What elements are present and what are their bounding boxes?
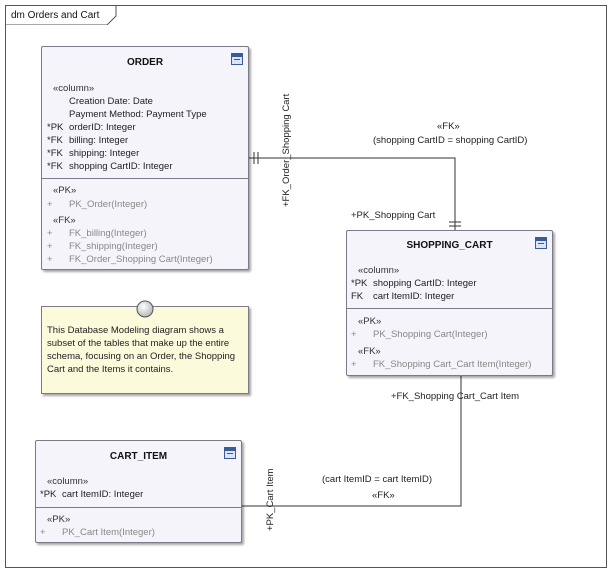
- section-divider: [36, 507, 241, 508]
- connector-cart-cart-item: [242, 376, 462, 507]
- operation-row: + PK_Shopping Cart(Integer): [351, 329, 488, 341]
- diagram-title: dm Orders and Cart: [11, 10, 100, 21]
- table-icon: [224, 447, 236, 459]
- table-shopping-cart[interactable]: SHOPPING_CART «column» *PK shopping CartI…: [346, 230, 553, 376]
- diagram-frame-tab: [5, 5, 117, 25]
- operation-text: FK_shipping(Integer): [69, 241, 158, 252]
- fk-stereotype: «FK»: [53, 215, 76, 226]
- attribute-row: *FK billing: Integer: [47, 135, 128, 147]
- attribute-row: FK cart ItemID: Integer: [351, 291, 454, 303]
- order-cart-target-role: +PK_Shopping Cart: [351, 210, 436, 221]
- fk-stereotype: «FK»: [358, 346, 381, 357]
- attribute-row: *FK shopping CartID: Integer: [47, 161, 173, 173]
- operation-row: + FK_billing(Integer): [47, 228, 147, 240]
- cart-item-target-role: +PK_Cart Item: [265, 468, 276, 531]
- order-cart-stereotype: «FK»: [437, 121, 460, 132]
- section-divider: [42, 178, 248, 179]
- operation-prefix: +: [40, 527, 46, 538]
- diagram-frame: [5, 5, 607, 568]
- attribute-prefix: *FK: [47, 161, 63, 172]
- order-cart-source-role: +FK_Order_Shopping Cart: [281, 93, 292, 207]
- table-shopping-cart-title: SHOPPING_CART: [406, 240, 493, 251]
- operation-text: FK_Shopping Cart_Cart Item(Integer): [373, 359, 532, 370]
- operation-text: PK_Cart Item(Integer): [62, 527, 155, 538]
- attribute-text: billing: Integer: [69, 135, 129, 146]
- attribute-prefix: FK: [351, 291, 364, 302]
- operation-row: + PK_Cart Item(Integer): [40, 527, 155, 539]
- operation-text: PK_Shopping Cart(Integer): [373, 329, 488, 340]
- operation-prefix: +: [351, 359, 357, 370]
- operation-text: FK_Order_Shopping Cart(Integer): [69, 254, 213, 265]
- attribute-text: orderID: Integer: [69, 122, 136, 133]
- attribute-text: shipping: Integer: [69, 148, 140, 159]
- attribute-row: Payment Method: Payment Type: [47, 109, 207, 121]
- table-icon: [231, 53, 243, 65]
- connector-order-shopping-cart: [249, 157, 456, 230]
- attribute-text: cart ItemID: Integer: [62, 489, 144, 500]
- pk-stereotype: «PK»: [47, 514, 71, 525]
- attribute-text: shopping CartID: Integer: [69, 161, 173, 172]
- attribute-row: *PK cart ItemID: Integer: [40, 489, 143, 501]
- section-divider: [347, 308, 552, 309]
- table-order-title: ORDER: [126, 57, 164, 68]
- cart-item-condition: (cart ItemID = cart ItemID): [322, 474, 433, 485]
- attribute-prefix: *FK: [47, 148, 63, 159]
- attribute-text: cart ItemID: Integer: [373, 291, 455, 302]
- pk-stereotype: «PK»: [358, 316, 382, 327]
- attribute-text: Creation Date: Date: [69, 96, 153, 107]
- column-stereotype: «column»: [53, 83, 95, 94]
- operation-row: + FK_Shopping Cart_Cart Item(Integer): [351, 359, 531, 371]
- table-order[interactable]: ORDER «column» Creation Date: Date Payme…: [41, 46, 249, 270]
- operation-row: + FK_shipping(Integer): [47, 241, 158, 253]
- note-pin-icon: [136, 300, 154, 318]
- operation-prefix: +: [47, 254, 53, 265]
- operation-text: PK_Order(Integer): [69, 199, 148, 210]
- attribute-prefix: *PK: [47, 122, 64, 133]
- attribute-prefix: *PK: [351, 278, 368, 289]
- attribute-row: *PK shopping CartID: Integer: [351, 278, 477, 290]
- operation-prefix: +: [351, 329, 357, 340]
- operation-prefix: +: [47, 199, 53, 210]
- column-stereotype: «column»: [47, 476, 89, 487]
- attribute-row: *PK orderID: Integer: [47, 122, 136, 134]
- attribute-text: Payment Method: Payment Type: [69, 109, 207, 120]
- order-cart-condition: (shopping CartID = shopping CartID): [373, 135, 528, 146]
- attribute-prefix: *FK: [47, 135, 63, 146]
- operation-text: FK_billing(Integer): [69, 228, 147, 239]
- table-cart-item-title: CART_ITEM: [109, 451, 168, 462]
- note-text: This Database Modeling diagram shows a s…: [47, 325, 236, 375]
- attribute-row: Creation Date: Date: [47, 96, 153, 108]
- table-icon: [535, 237, 547, 249]
- attribute-prefix: *PK: [40, 489, 57, 500]
- attribute-row: *FK shipping: Integer: [47, 148, 139, 160]
- operation-row: + FK_Order_Shopping Cart(Integer): [47, 254, 213, 266]
- operation-prefix: +: [47, 228, 53, 239]
- pk-stereotype: «PK»: [53, 185, 77, 196]
- operation-row: + PK_Order(Integer): [47, 199, 147, 211]
- note[interactable]: This Database Modeling diagram shows a s…: [41, 306, 249, 394]
- attribute-text: shopping CartID: Integer: [373, 278, 477, 289]
- table-cart-item[interactable]: CART_ITEM «column» *PK cart ItemID: Integ…: [35, 440, 242, 543]
- column-stereotype: «column»: [358, 265, 400, 276]
- cart-item-stereotype: «FK»: [372, 490, 395, 501]
- operation-prefix: +: [47, 241, 53, 252]
- cart-item-source-role: +FK_Shopping Cart_Cart Item: [391, 391, 520, 402]
